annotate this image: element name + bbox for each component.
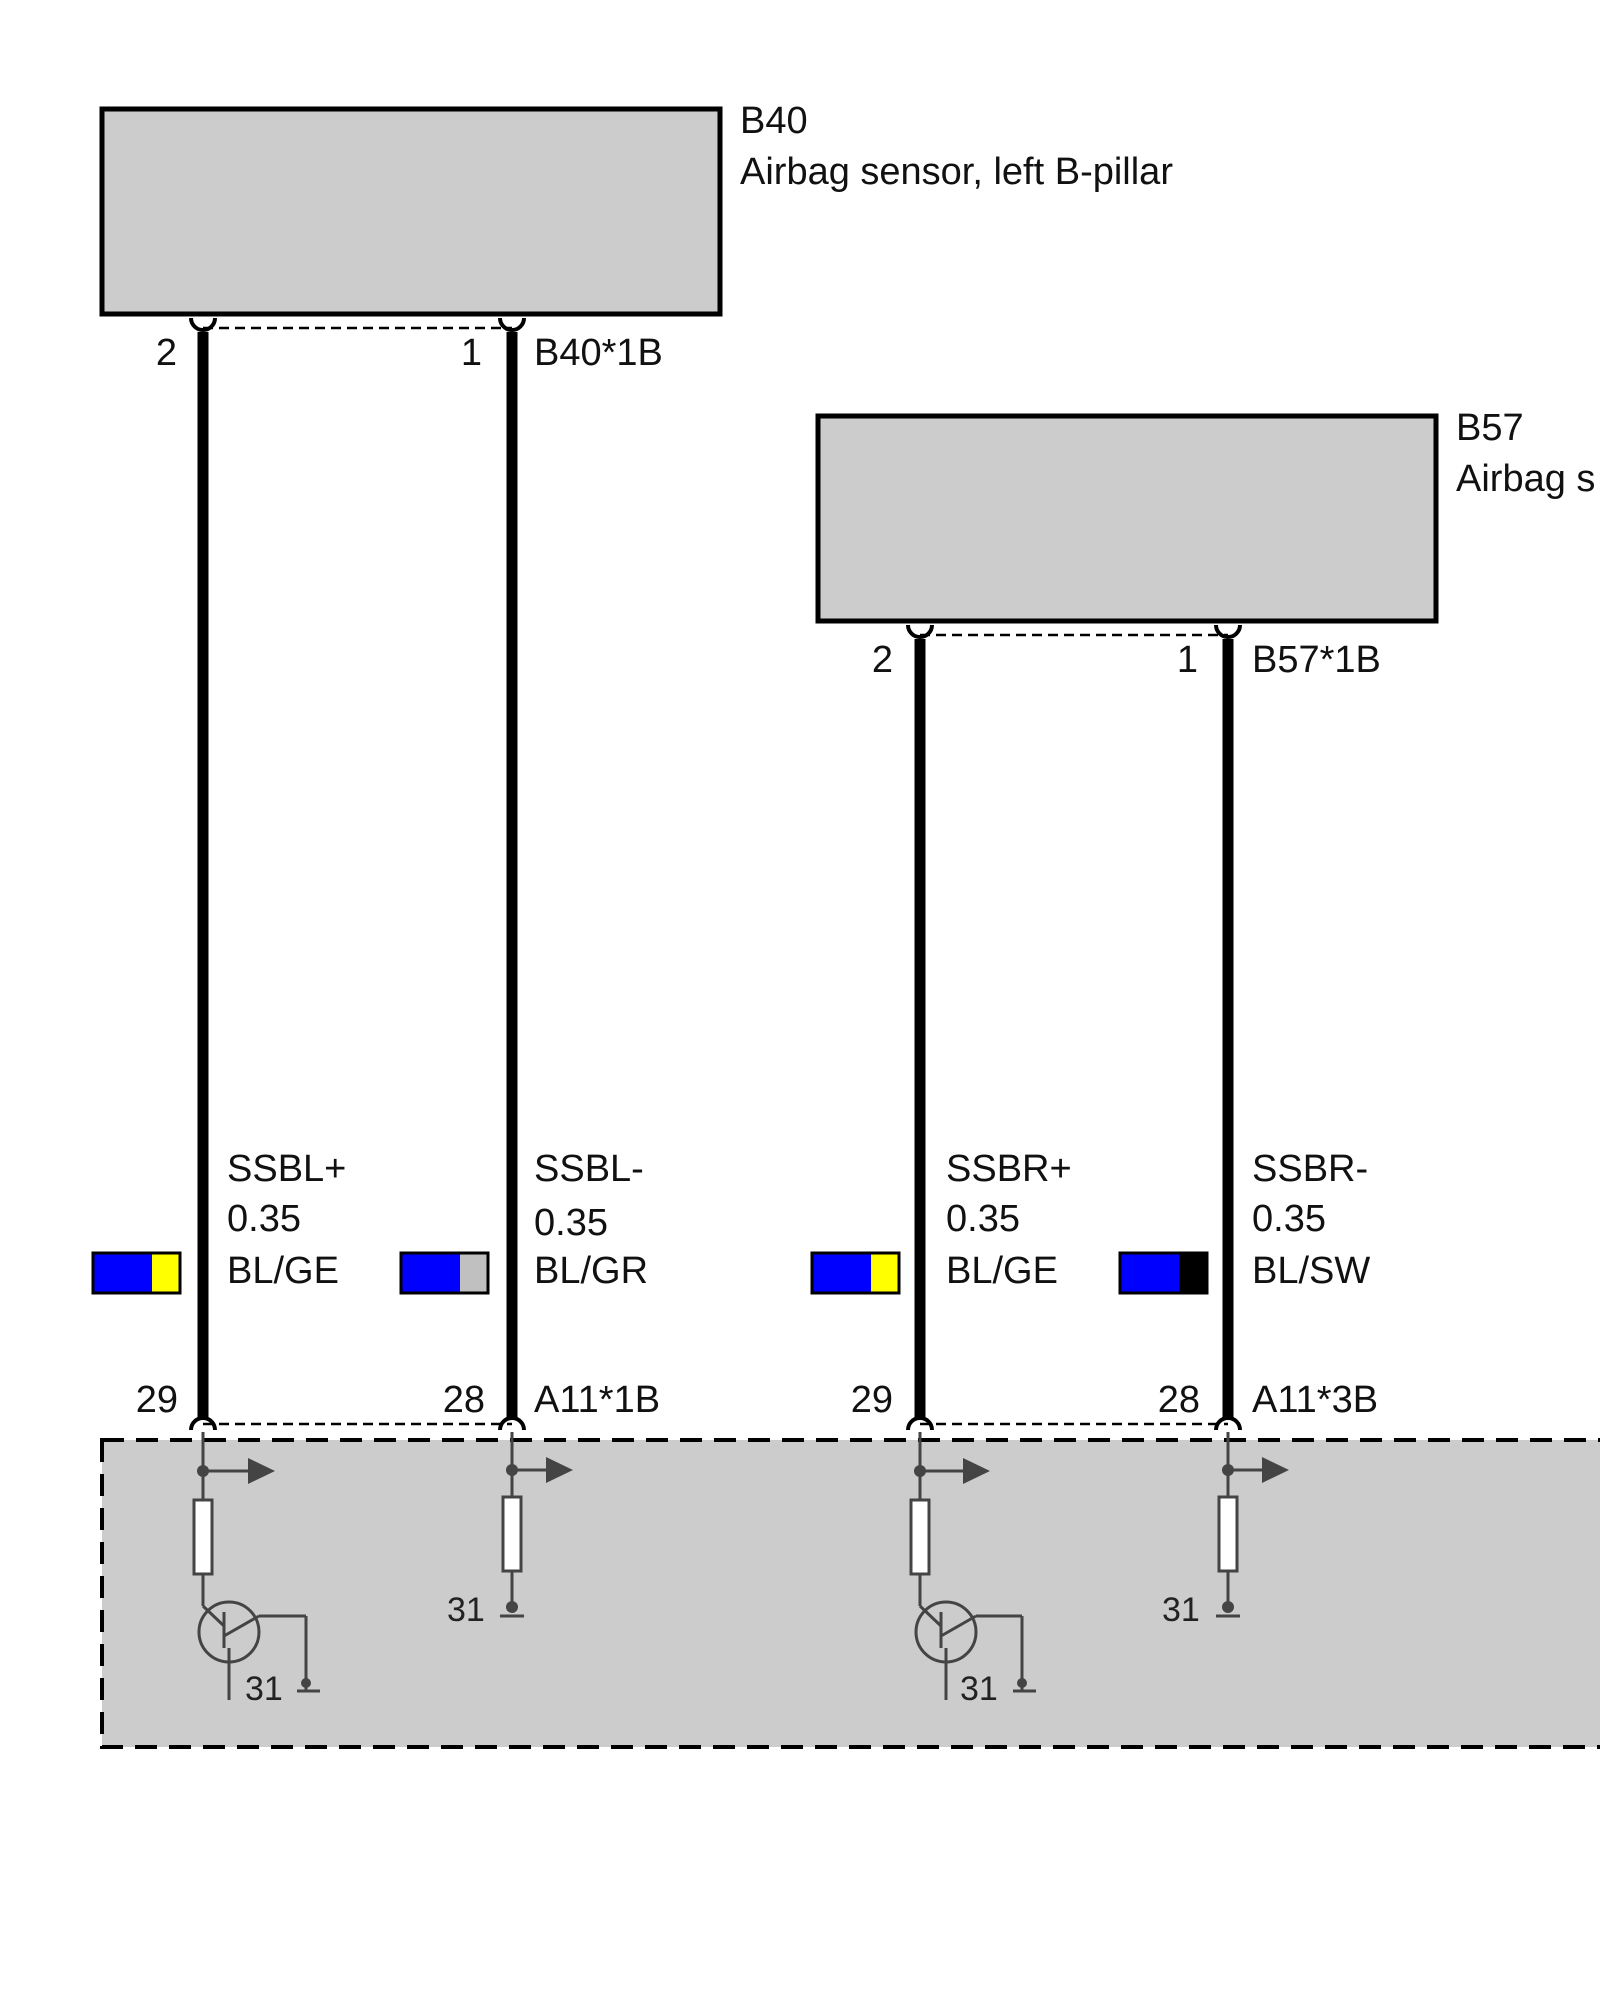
component-b57-description: Airbag s bbox=[1456, 458, 1595, 500]
component-b40-code: B40 bbox=[740, 100, 808, 142]
pin-terminal-icon bbox=[906, 624, 934, 639]
wire-ssbr-minus: SSBR- 0.35 BL/SW bbox=[1118, 624, 1370, 1431]
signal-arrow-icon bbox=[1262, 1457, 1289, 1483]
connector-a11-3b-pin-right: 28 bbox=[1158, 1379, 1200, 1421]
wire-color-swatch-icon bbox=[399, 1251, 490, 1295]
wire-color-swatch-icon bbox=[1118, 1251, 1209, 1295]
wire-ssbl-minus-size: 0.35 bbox=[534, 1202, 608, 1244]
wire-ssbr-minus-signal: SSBR- bbox=[1252, 1148, 1368, 1190]
wire-ssbr-plus: SSBR+ 0.35 BL/GE bbox=[810, 624, 1072, 1431]
signal-arrow-icon bbox=[963, 1458, 990, 1484]
component-b57-pin-right: 1 bbox=[1177, 639, 1198, 681]
pin-terminal-icon bbox=[1214, 624, 1242, 639]
component-b40: B40 Airbag sensor, left B-pillar 2 1 B40… bbox=[99, 100, 1173, 374]
signal-arrow-icon bbox=[546, 1457, 573, 1483]
wire-ssbl-minus-signal: SSBL- bbox=[534, 1148, 644, 1190]
wire-color-swatch-icon bbox=[810, 1251, 901, 1295]
ground-label: 31 bbox=[960, 1670, 998, 1708]
component-b40-pin-right: 1 bbox=[461, 332, 482, 374]
pin-terminal-icon bbox=[189, 1416, 217, 1431]
ground-label: 31 bbox=[1162, 1591, 1200, 1629]
pin-terminal-icon bbox=[498, 317, 526, 332]
connector-a11-1b-label: A11*1B bbox=[534, 1379, 660, 1421]
junction-dot-icon bbox=[914, 1465, 926, 1477]
ground-label: 31 bbox=[447, 1591, 485, 1629]
wire-ssbl-minus-color-code: BL/GR bbox=[534, 1250, 648, 1292]
connector-a11-3b: 29 28 A11*3B bbox=[851, 1379, 1378, 1426]
resistor-icon bbox=[909, 1498, 931, 1576]
wire-ssbr-minus-size: 0.35 bbox=[1252, 1198, 1326, 1240]
connector-b40-label: B40*1B bbox=[534, 332, 663, 374]
junction-dot-icon bbox=[506, 1464, 518, 1476]
signal-arrow-icon bbox=[248, 1458, 275, 1484]
wire-ssbr-plus-size: 0.35 bbox=[946, 1198, 1020, 1240]
component-b57-box bbox=[815, 413, 1439, 624]
wire-ssbl-plus-signal: SSBL+ bbox=[227, 1148, 346, 1190]
pin-terminal-icon bbox=[1214, 1416, 1242, 1431]
connector-a11-1b-pin-right: 28 bbox=[443, 1379, 485, 1421]
resistor-icon bbox=[501, 1495, 523, 1573]
junction-dot-icon bbox=[197, 1465, 209, 1477]
pin-terminal-icon bbox=[906, 1416, 934, 1431]
wire-ssbr-minus-color-code: BL/SW bbox=[1252, 1250, 1370, 1292]
connector-a11-1b-pin-left: 29 bbox=[136, 1379, 178, 1421]
connector-b57-label: B57*1B bbox=[1252, 639, 1381, 681]
connector-a11-1b: 29 28 A11*1B bbox=[136, 1379, 660, 1426]
component-b57: B57 Airbag s 2 1 B57*1B bbox=[815, 407, 1595, 681]
wire-ssbl-minus: SSBL- 0.35 BL/GR bbox=[399, 317, 648, 1431]
internal-circuit-resistor-2 bbox=[500, 1432, 573, 1618]
wire-ssbr-plus-color-code: BL/GE bbox=[946, 1250, 1058, 1292]
component-b40-box bbox=[99, 106, 723, 317]
component-b57-pin-left: 2 bbox=[872, 639, 893, 681]
internal-circuit-resistor-4 bbox=[1216, 1432, 1289, 1618]
connector-a11-3b-pin-left: 29 bbox=[851, 1379, 893, 1421]
connector-a11-3b-label: A11*3B bbox=[1252, 1379, 1378, 1421]
resistor-icon bbox=[192, 1498, 214, 1576]
internal-circuit-transistor-1 bbox=[192, 1432, 320, 1700]
wire-color-swatch-icon bbox=[91, 1251, 182, 1295]
wire-ssbr-plus-signal: SSBR+ bbox=[946, 1148, 1072, 1190]
wire-ssbl-plus-size: 0.35 bbox=[227, 1198, 301, 1240]
junction-dot-icon bbox=[1222, 1464, 1234, 1476]
ground-label: 31 bbox=[245, 1670, 283, 1708]
component-b40-description: Airbag sensor, left B-pillar bbox=[740, 151, 1173, 193]
component-b40-pin-left: 2 bbox=[156, 332, 177, 374]
component-b57-code: B57 bbox=[1456, 407, 1524, 449]
wire-ssbl-plus: SSBL+ 0.35 BL/GE bbox=[91, 317, 346, 1431]
wire-ssbl-plus-color-code: BL/GE bbox=[227, 1250, 339, 1292]
internal-circuit-transistor-3 bbox=[909, 1432, 1036, 1700]
pin-terminal-icon bbox=[498, 1416, 526, 1431]
resistor-icon bbox=[1217, 1495, 1239, 1573]
pin-terminal-icon bbox=[189, 317, 217, 332]
control-unit-housing bbox=[100, 1438, 1600, 1749]
